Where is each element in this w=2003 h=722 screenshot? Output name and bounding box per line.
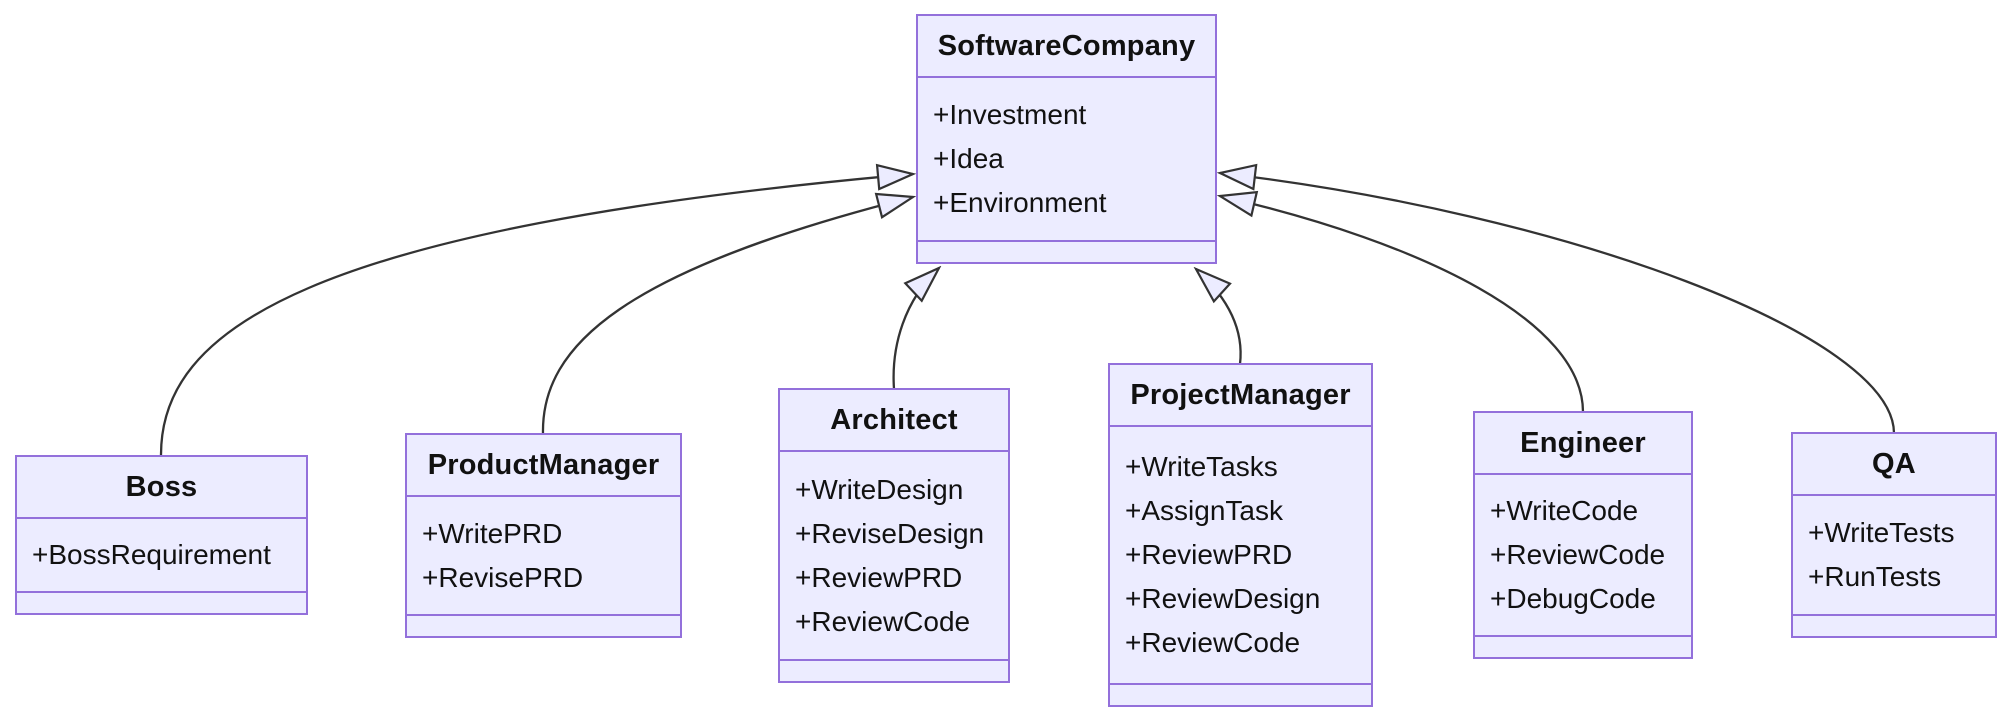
class-methods-compartment-empty	[1110, 683, 1371, 705]
class-attributes-compartment: +WriteTests +RunTests	[1793, 496, 1995, 614]
edge-architect-to-softwarecompany	[892, 268, 939, 390]
class-methods-compartment-empty	[1475, 635, 1691, 657]
class-attribute: +ReviewCode	[795, 605, 971, 637]
class-attribute: +WriteCode	[1490, 495, 1639, 526]
class-box-software-company: SoftwareCompany +Investment +Idea +Envir…	[916, 14, 1217, 264]
class-box-architect: Architect +WriteDesign +ReviseDesign +Re…	[778, 388, 1010, 683]
class-box-boss: Boss +BossRequirement	[15, 455, 308, 615]
class-name: QA	[1793, 434, 1995, 496]
class-name: Engineer	[1475, 413, 1691, 475]
class-attribute: +ReviewPRD	[795, 561, 963, 593]
class-attribute: +Environment	[933, 187, 1107, 218]
class-attribute: +RevisePRD	[422, 561, 584, 593]
class-name: ProductManager	[407, 435, 680, 497]
class-attributes-compartment: +WritePRD +RevisePRD	[407, 497, 680, 614]
class-box-qa: QA +WriteTests +RunTests	[1791, 432, 1997, 638]
class-box-product-manager: ProductManager +WritePRD +RevisePRD	[405, 433, 682, 638]
class-attribute: +WriteDesign	[795, 473, 964, 505]
class-attribute: +ReviewPRD	[1125, 539, 1293, 570]
class-attribute: +DebugCode	[1490, 583, 1656, 614]
class-box-engineer: Engineer +WriteCode +ReviewCode +DebugCo…	[1473, 411, 1693, 659]
class-attributes-compartment: +WriteDesign +ReviseDesign +ReviewPRD +R…	[780, 452, 1008, 659]
class-attribute: +ReviewCode	[1125, 627, 1301, 658]
class-attribute: +Idea	[933, 143, 1004, 174]
class-attribute: +Investment	[933, 99, 1087, 130]
class-attributes-compartment: +WriteTasks +AssignTask +ReviewPRD +Revi…	[1110, 427, 1371, 683]
class-attributes-compartment: +BossRequirement	[17, 519, 306, 591]
class-attribute: +WriteTests	[1808, 517, 1955, 548]
class-methods-compartment-empty	[918, 240, 1215, 262]
class-methods-compartment-empty	[1793, 614, 1995, 636]
class-box-project-manager: ProjectManager +WriteTasks +AssignTask +…	[1108, 363, 1373, 707]
class-attribute: +RunTests	[1808, 561, 1942, 592]
class-attribute: +AssignTask	[1125, 495, 1283, 526]
class-attribute: +WriteTasks	[1125, 451, 1278, 482]
class-methods-compartment-empty	[17, 591, 306, 613]
class-attribute: +BossRequirement	[32, 539, 271, 570]
class-name: ProjectManager	[1110, 365, 1371, 427]
edge-projectmanager-to-softwarecompany	[1196, 269, 1242, 365]
class-name: Boss	[17, 457, 306, 519]
class-attribute: +ReviseDesign	[795, 517, 985, 549]
class-attributes-compartment: +WriteCode +ReviewCode +DebugCode	[1475, 475, 1691, 635]
class-methods-compartment-empty	[407, 614, 680, 636]
class-attribute: +ReviewCode	[1490, 539, 1666, 570]
class-attribute: +ReviewDesign	[1125, 583, 1321, 614]
class-methods-compartment-empty	[780, 659, 1008, 681]
class-attribute: +WritePRD	[422, 517, 563, 549]
class-name: SoftwareCompany	[918, 16, 1215, 78]
class-name: Architect	[780, 390, 1008, 452]
class-attributes-compartment: +Investment +Idea +Environment	[918, 78, 1215, 240]
